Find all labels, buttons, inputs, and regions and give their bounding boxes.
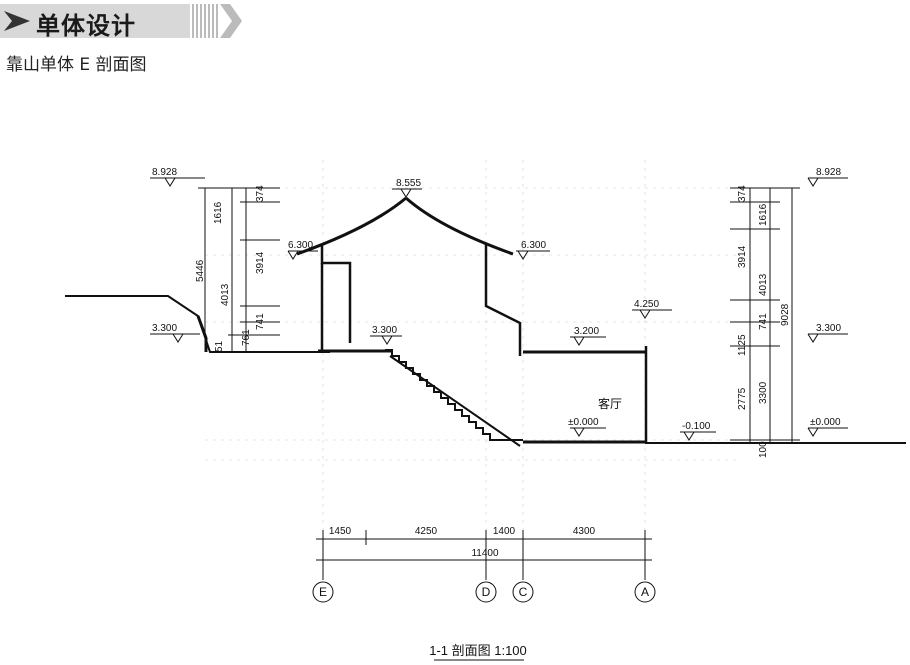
stair bbox=[385, 349, 523, 441]
right-dimension-lines bbox=[730, 187, 800, 443]
dim-bottom-4250: 4250 bbox=[415, 526, 438, 537]
axis-e-label: E bbox=[319, 585, 327, 599]
dim-right-1616: 1616 bbox=[758, 203, 769, 226]
dim-right-741: 741 bbox=[758, 313, 769, 330]
roof bbox=[296, 196, 514, 256]
elev-left-top: 8.928 bbox=[152, 167, 177, 178]
elev-outdoor: -0.100 bbox=[682, 421, 711, 432]
dim-left-3914: 3914 bbox=[255, 251, 266, 274]
axis-d-label: D bbox=[482, 585, 491, 599]
dim-left-374: 374 bbox=[255, 185, 266, 202]
elev-ridge: 8.555 bbox=[396, 178, 421, 189]
elev-left-eave: 6.300 bbox=[288, 240, 313, 251]
axis-labels: E D C A bbox=[319, 585, 649, 599]
dim-left-761: 761 bbox=[241, 329, 252, 346]
dim-right-9028: 9028 bbox=[780, 303, 791, 326]
right-dimension-labels: 374 1616 3914 741 1125 3300 100 4013 277… bbox=[737, 185, 791, 458]
floor-slabs bbox=[318, 349, 646, 444]
drawing-caption: 1-1 剖面图 1:100 bbox=[429, 643, 527, 658]
header-stripes bbox=[192, 4, 218, 38]
chevron-right-icon bbox=[220, 4, 242, 38]
elev-right-ground: ±0.000 bbox=[810, 417, 841, 428]
elev-upper-floor: 3.200 bbox=[574, 326, 599, 337]
elevation-labels: 8.928 6.300 8.555 6.300 3.300 3.300 4.25… bbox=[152, 167, 841, 432]
dim-bottom-4300: 4300 bbox=[573, 526, 596, 537]
dim-right-4013: 4013 bbox=[758, 273, 769, 296]
header-title: 单体设计 bbox=[36, 12, 136, 40]
dim-left-1616: 1616 bbox=[213, 201, 224, 224]
elev-living-floor: ±0.000 bbox=[568, 417, 599, 428]
axis-a-label: A bbox=[641, 585, 649, 599]
page-subtitle: 靠山单体 E 剖面图 bbox=[6, 55, 147, 75]
dim-bottom-total: 11400 bbox=[471, 548, 499, 559]
dim-left-5446: 5446 bbox=[195, 259, 206, 282]
dim-left-4013: 4013 bbox=[220, 283, 231, 306]
elev-left-terrace: 3.300 bbox=[152, 323, 177, 334]
section-header: 单体设计 bbox=[0, 0, 260, 44]
bottom-dimension-labels: 1450 4250 1400 4300 11400 bbox=[329, 526, 596, 559]
header-bar bbox=[0, 4, 190, 38]
elev-entry-floor: 3.300 bbox=[372, 325, 397, 336]
room-label: 客厅 bbox=[598, 396, 622, 411]
dim-right-3300: 3300 bbox=[758, 381, 769, 404]
axis-c-label: C bbox=[519, 585, 528, 599]
elev-right-top: 8.928 bbox=[816, 167, 841, 178]
left-dimension-labels: 374 1616 3914 741 761 51 5446 4013 bbox=[195, 185, 266, 352]
dim-bottom-1400: 1400 bbox=[493, 526, 516, 537]
walls bbox=[320, 244, 648, 443]
arrow-icon bbox=[4, 11, 30, 31]
dim-bottom-1450: 1450 bbox=[329, 526, 352, 537]
dim-left-741: 741 bbox=[255, 313, 266, 330]
axis-bubbles bbox=[312, 581, 656, 603]
dim-right-2775: 2775 bbox=[737, 387, 748, 410]
elev-parapet: 4.250 bbox=[634, 299, 659, 310]
dim-right-3914: 3914 bbox=[737, 245, 748, 268]
elevation-markers bbox=[150, 177, 848, 441]
left-dimension-lines bbox=[198, 187, 280, 352]
bottom-dimension-lines bbox=[316, 530, 652, 580]
elev-right-mid: 3.300 bbox=[816, 323, 841, 334]
dim-right-100: 100 bbox=[758, 441, 769, 458]
stair-stringer bbox=[389, 355, 521, 447]
elev-right-eave: 6.300 bbox=[521, 240, 546, 251]
grid-lines bbox=[205, 160, 740, 580]
dim-right-1125: 1125 bbox=[737, 334, 748, 356]
retaining-wall bbox=[196, 315, 208, 352]
dim-right-374: 374 bbox=[737, 185, 748, 202]
dim-left-51: 51 bbox=[214, 340, 225, 352]
